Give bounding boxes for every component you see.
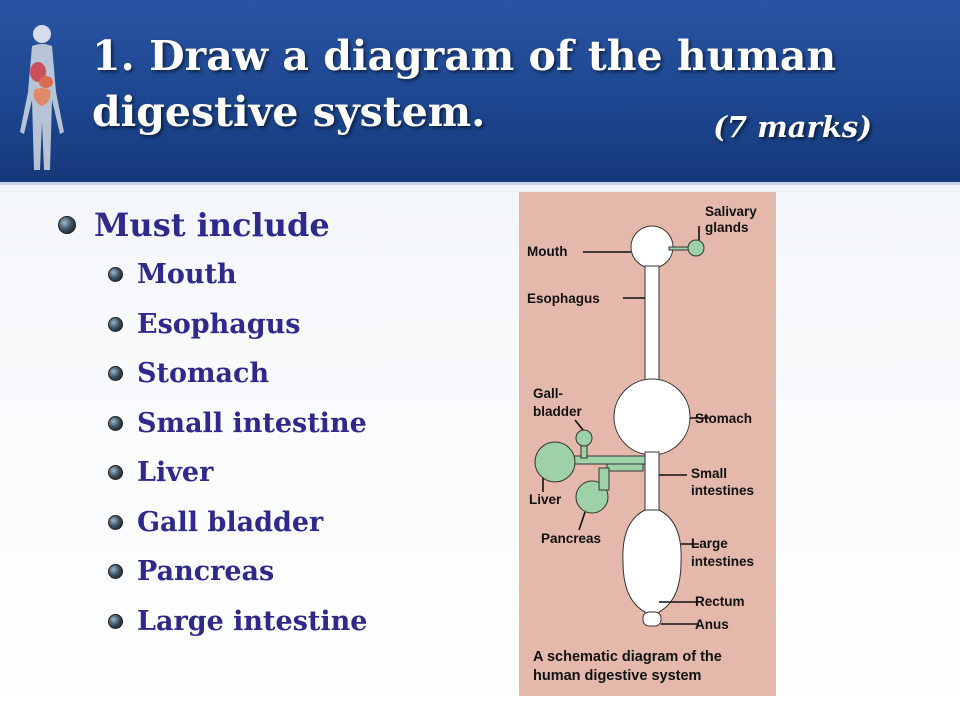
label-salivary-1: Salivary — [705, 204, 757, 219]
list-item-text: Esophagus — [137, 308, 301, 340]
human-body-icon — [20, 25, 64, 170]
list-heading-text: Must include — [94, 206, 330, 244]
bullet-icon — [108, 415, 123, 431]
label-pancreas: Pancreas — [541, 531, 601, 546]
label-small-2: intestines — [691, 483, 754, 498]
pancreatic-duct-shape — [606, 463, 644, 472]
bullet-icon — [108, 564, 123, 580]
digestive-diagram-svg: Salivary glands Mouth Esophagus Gall- bl… — [527, 204, 757, 684]
gallbladder-shape — [575, 429, 593, 447]
label-mouth: Mouth — [527, 244, 567, 259]
bullet-icon — [108, 267, 123, 283]
title-banner: 1. Draw a diagram of the human digestive… — [0, 0, 960, 185]
label-gall-2: bladder — [533, 404, 583, 419]
label-liver: Liver — [529, 492, 562, 507]
mouth-shape — [630, 225, 674, 269]
label-gall-1: Gall- — [533, 386, 563, 401]
label-stomach: Stomach — [695, 411, 752, 426]
bullet-icon — [108, 366, 123, 382]
label-large-2: intestines — [691, 554, 754, 569]
label-anus: Anus — [695, 617, 729, 632]
list-item: Pancreas — [108, 547, 498, 597]
list-item: Liver — [108, 448, 498, 498]
bullet-icon — [108, 465, 123, 481]
list-heading: Must include — [58, 200, 498, 250]
title-line-1: 1. Draw a diagram of the human — [92, 32, 837, 80]
label-small-1: Small — [691, 466, 727, 481]
caption-line-2: human digestive system — [533, 668, 701, 684]
pancreas-duct-shape — [598, 467, 610, 491]
esophagus-shape — [644, 265, 660, 393]
page-title: 1. Draw a diagram of the human digestive… — [92, 28, 942, 140]
caption-line-1: A schematic diagram of the — [533, 649, 722, 665]
list-item-text: Stomach — [137, 358, 270, 390]
list-item: Esophagus — [108, 300, 498, 350]
list-item-text: Large intestine — [137, 605, 368, 637]
bullet-icon — [108, 514, 123, 530]
list-item-text: Liver — [137, 457, 214, 489]
requirements-list: Must include Mouth Esophagus Stomach Sma… — [58, 200, 498, 646]
bullet-icon — [108, 613, 123, 629]
rectum-shape — [642, 611, 662, 627]
list-item: Gall bladder — [108, 498, 498, 548]
label-esophagus: Esophagus — [527, 291, 600, 306]
label-salivary-2: glands — [705, 220, 749, 235]
title-line-2: digestive system. — [92, 88, 486, 136]
liver-shape — [534, 441, 576, 483]
list-item-text: Small intestine — [137, 407, 367, 439]
large-intestine-shape — [622, 509, 682, 625]
sub-list: Mouth Esophagus Stomach Small intestine … — [58, 250, 498, 646]
label-rectum: Rectum — [695, 594, 745, 609]
list-item-text: Pancreas — [137, 556, 275, 588]
bullet-icon — [108, 316, 123, 332]
gallbladder-pointer — [574, 419, 584, 431]
list-item-text: Gall bladder — [137, 506, 324, 538]
small-intestine-shape — [644, 451, 660, 513]
bullet-icon — [58, 216, 76, 234]
list-item: Large intestine — [108, 597, 498, 647]
list-item: Small intestine — [108, 399, 498, 449]
pancreas-pointer — [578, 511, 586, 531]
marks-label: (7 marks) — [713, 110, 872, 144]
salivary-gland-shape — [687, 239, 705, 257]
label-large-1: Large — [691, 536, 728, 551]
list-item-text: Mouth — [137, 259, 237, 291]
stomach-shape — [613, 378, 691, 456]
digestive-diagram: Salivary glands Mouth Esophagus Gall- bl… — [519, 192, 776, 696]
list-item: Mouth — [108, 250, 498, 300]
list-item: Stomach — [108, 349, 498, 399]
